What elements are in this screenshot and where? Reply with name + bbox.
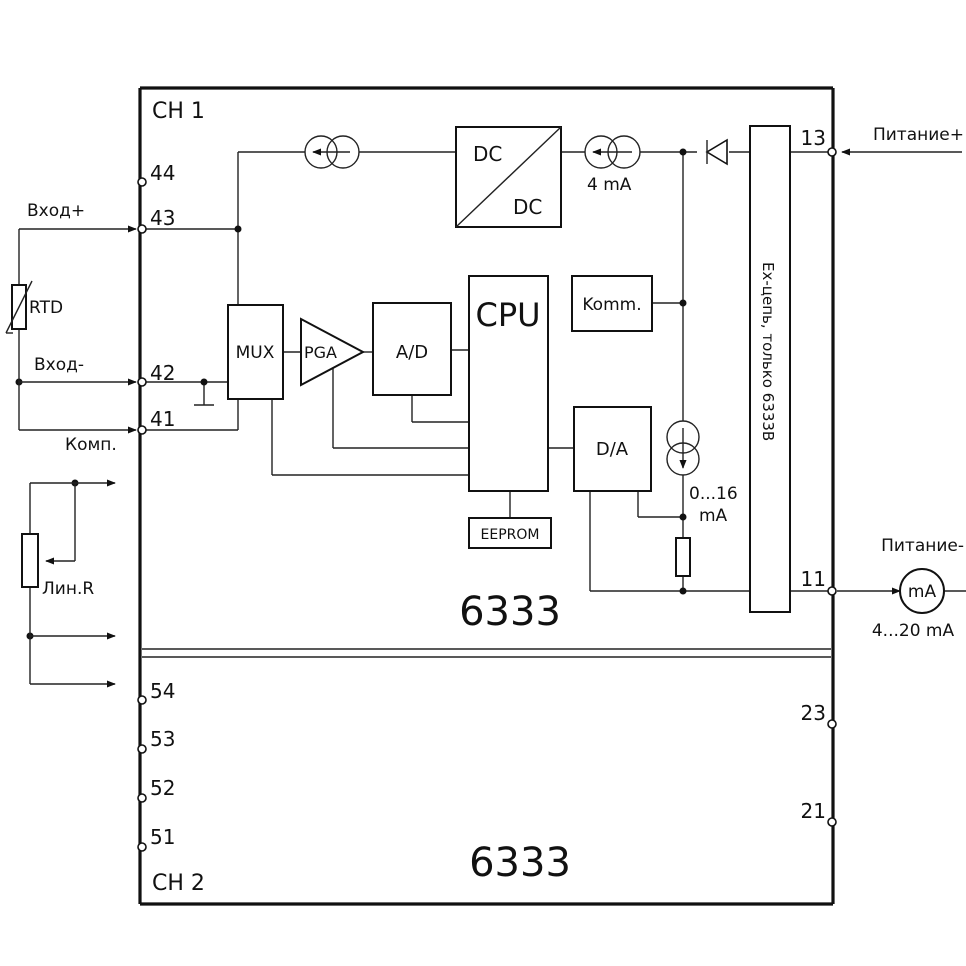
ex-barrier-label: Ex-цепь, только 6333B (759, 262, 777, 441)
model-number-bottom: 6333 (469, 840, 571, 886)
mux-label: MUX (236, 343, 275, 363)
ad-converter-block (372, 302, 452, 396)
lin-r-wiring (29, 479, 116, 688)
terminal-44: 44 (150, 161, 175, 185)
terminal-52: 52 (150, 776, 175, 800)
supply-plus-label: Питание+ (873, 125, 964, 145)
src-range-label: 0...16 (689, 484, 738, 504)
milliammeter-label: mA (908, 582, 937, 602)
terminal-54: 54 (150, 679, 175, 703)
comm-block (571, 275, 653, 332)
src-4ma-label: 4 mA (587, 175, 632, 195)
terminal-11: 11 (801, 567, 826, 591)
channel-2-label: CH 2 (152, 871, 205, 896)
pga-amplifier (300, 317, 366, 387)
model-number-top: 6333 (459, 589, 561, 635)
eeprom-label: EEPROM (481, 527, 540, 543)
current-range-label: 4...20 mA (872, 621, 955, 641)
terminal-23: 23 (801, 701, 826, 725)
internal-wiring (145, 151, 829, 592)
comm-label: Komm. (582, 295, 641, 315)
junction-dots (15, 148, 687, 640)
current-source-4ma-icon (584, 135, 641, 169)
dc-dc-converter (455, 126, 562, 228)
supply-minus-label: Питание- (881, 536, 964, 556)
mux-block (227, 304, 284, 400)
rtd-label: RTD (29, 298, 63, 318)
diode-icon (705, 138, 728, 166)
rtd-sensor-icon (5, 280, 33, 334)
terminals (137, 147, 837, 852)
channel-1-label: CH 1 (152, 99, 205, 124)
da-label: D/A (596, 439, 629, 460)
dc-out-label: DC (513, 195, 542, 219)
terminal-43: 43 (150, 206, 175, 230)
terminal-41: 41 (150, 407, 175, 431)
terminal-21: 21 (801, 799, 826, 823)
input-plus-label: Вход+ (27, 201, 85, 221)
terminal-51: 51 (150, 825, 175, 849)
comp-label: Комп. (65, 435, 117, 455)
input-minus-label: Вход- (34, 355, 84, 375)
ad-label: A/D (396, 342, 428, 363)
rtd-wiring (18, 225, 137, 434)
terminal-53: 53 (150, 727, 175, 751)
eeprom-block (468, 517, 552, 549)
src-range-unit-label: mA (699, 506, 728, 526)
milliammeter-icon (899, 568, 945, 614)
pga-label: PGA (304, 343, 337, 362)
module-housing (138, 86, 835, 906)
terminal-13: 13 (801, 126, 826, 150)
terminal-42: 42 (150, 361, 175, 385)
current-source-left-icon (304, 135, 360, 169)
da-converter-block (573, 406, 652, 492)
lin-r-resistor-icon (21, 533, 39, 588)
resistor-icon (675, 537, 691, 577)
ex-barrier-block (749, 125, 791, 613)
dc-in-label: DC (473, 142, 502, 166)
cpu-label: CPU (475, 296, 540, 334)
lin-r-label: Лин.R (42, 579, 94, 599)
cpu-block (468, 275, 549, 492)
current-source-vertical-icon (666, 420, 700, 476)
